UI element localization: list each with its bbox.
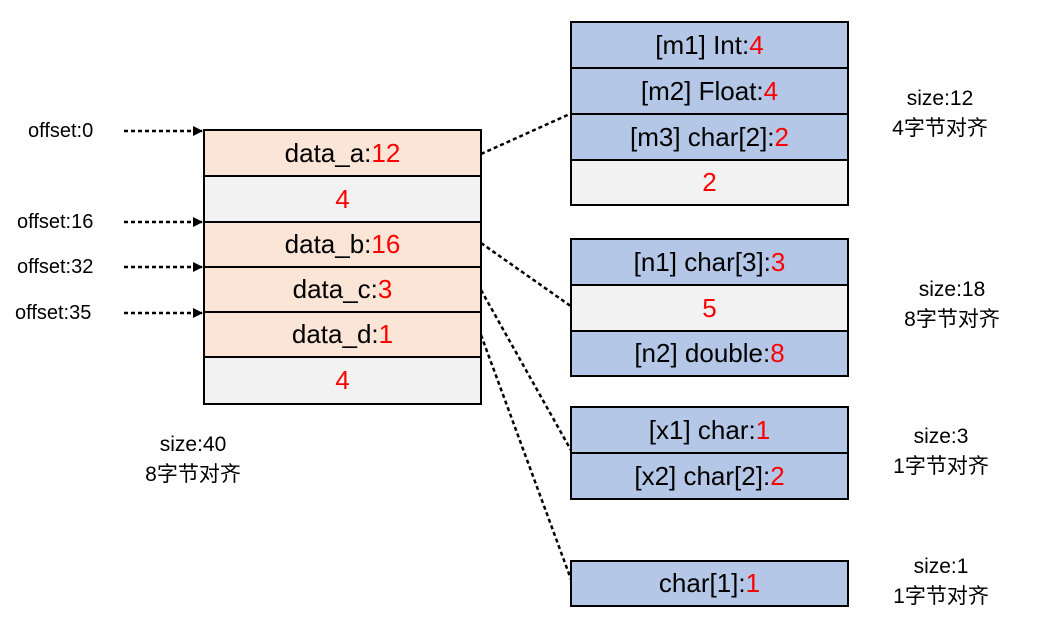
padding-size: 4 xyxy=(335,365,350,395)
padding-size: 5 xyxy=(702,292,717,323)
substruct-n-box: [n1] char[3]:3 5 [n2] double:8 xyxy=(570,238,849,377)
main-row-padding-2: 4 xyxy=(205,358,480,403)
field-name: [n2] double: xyxy=(634,338,771,368)
substruct-x-box: [x1] char:1 [x2] char[2]:2 xyxy=(570,406,849,500)
connector-data-a xyxy=(480,111,573,156)
field-name: data_d: xyxy=(291,319,379,349)
substruct-char-box: char[1]:1 xyxy=(570,560,849,607)
align-text: 1字节对齐 xyxy=(893,455,989,478)
connector-data-c xyxy=(479,289,574,453)
field-size: 2 xyxy=(774,121,789,152)
field-size: 16 xyxy=(371,229,401,259)
main-row-data-b: data_b:16 xyxy=(205,223,480,268)
field-name: [m2] Float: xyxy=(640,75,764,106)
main-struct-box: data_a:12 4 data_b:16 data_c:3 data_d:1 … xyxy=(203,129,482,405)
x-row-x1: [x1] char:1 xyxy=(572,408,847,454)
field-size: 1 xyxy=(755,414,771,445)
m-row-m3: [m3] char[2]:2 xyxy=(572,115,847,161)
align-text: 8字节对齐 xyxy=(145,463,241,486)
main-struct-info: size:40 8字节对齐 xyxy=(103,430,283,490)
field-name: char[1]: xyxy=(658,568,746,598)
offset-label-32: offset:32 xyxy=(17,256,94,278)
substruct-char-info: size:1 1字节对齐 xyxy=(851,552,1031,612)
offset-label-16: offset:16 xyxy=(17,211,94,233)
field-name: [m1] Int: xyxy=(655,29,750,60)
offset-label-35: offset:35 xyxy=(15,302,92,324)
substruct-x-info: size:3 1字节对齐 xyxy=(851,422,1031,482)
align-text: 8字节对齐 xyxy=(904,308,1000,331)
field-size: 3 xyxy=(377,274,393,304)
char-row: char[1]:1 xyxy=(572,562,847,605)
field-size: 8 xyxy=(770,338,785,368)
field-name: data_a: xyxy=(284,137,372,168)
size-text: size:1 xyxy=(913,555,969,578)
size-text: size:12 xyxy=(906,87,974,110)
size-text: size:3 xyxy=(913,425,969,448)
main-row-data-d: data_d:1 xyxy=(205,313,480,358)
field-size: 1 xyxy=(745,568,761,598)
align-text: 1字节对齐 xyxy=(893,585,989,608)
connector-data-d xyxy=(479,334,574,583)
field-size: 4 xyxy=(763,75,779,106)
align-text: 4字节对齐 xyxy=(892,117,988,140)
n-row-padding: 5 xyxy=(572,286,847,332)
substruct-n-info: size:18 8字节对齐 xyxy=(862,275,1042,335)
field-size: 2 xyxy=(770,460,785,491)
field-name: [x1] char: xyxy=(648,414,756,445)
n-row-n1: [n1] char[3]:3 xyxy=(572,240,847,286)
field-name: [n1] char[3]: xyxy=(633,246,771,277)
field-name: [x2] char[2]: xyxy=(634,460,771,491)
main-row-data-a: data_a:12 xyxy=(205,131,480,177)
m-row-padding: 2 xyxy=(572,161,847,204)
field-name: data_b: xyxy=(284,229,372,259)
main-row-padding-1: 4 xyxy=(205,177,480,223)
m-row-m2: [m2] Float:4 xyxy=(572,69,847,115)
connector-data-b xyxy=(480,241,573,309)
field-size: 12 xyxy=(371,137,401,168)
field-size: 1 xyxy=(378,319,394,349)
x-row-x2: [x2] char[2]:2 xyxy=(572,454,847,498)
size-text: size:40 xyxy=(159,433,227,456)
substruct-m-box: [m1] Int:4 [m2] Float:4 [m3] char[2]:2 2 xyxy=(570,21,849,206)
field-size: 3 xyxy=(770,246,786,277)
main-row-data-c: data_c:3 xyxy=(205,268,480,313)
field-name: [m3] char[2]: xyxy=(630,121,775,152)
m-row-m1: [m1] Int:4 xyxy=(572,23,847,69)
size-text: size:18 xyxy=(918,278,986,301)
offset-label-0: offset:0 xyxy=(28,120,94,142)
padding-size: 2 xyxy=(702,167,717,197)
field-size: 4 xyxy=(749,29,764,60)
n-row-n2: [n2] double:8 xyxy=(572,332,847,375)
field-name: data_c: xyxy=(292,274,378,304)
padding-size: 4 xyxy=(335,183,350,214)
substruct-m-info: size:12 4字节对齐 xyxy=(850,84,1030,144)
